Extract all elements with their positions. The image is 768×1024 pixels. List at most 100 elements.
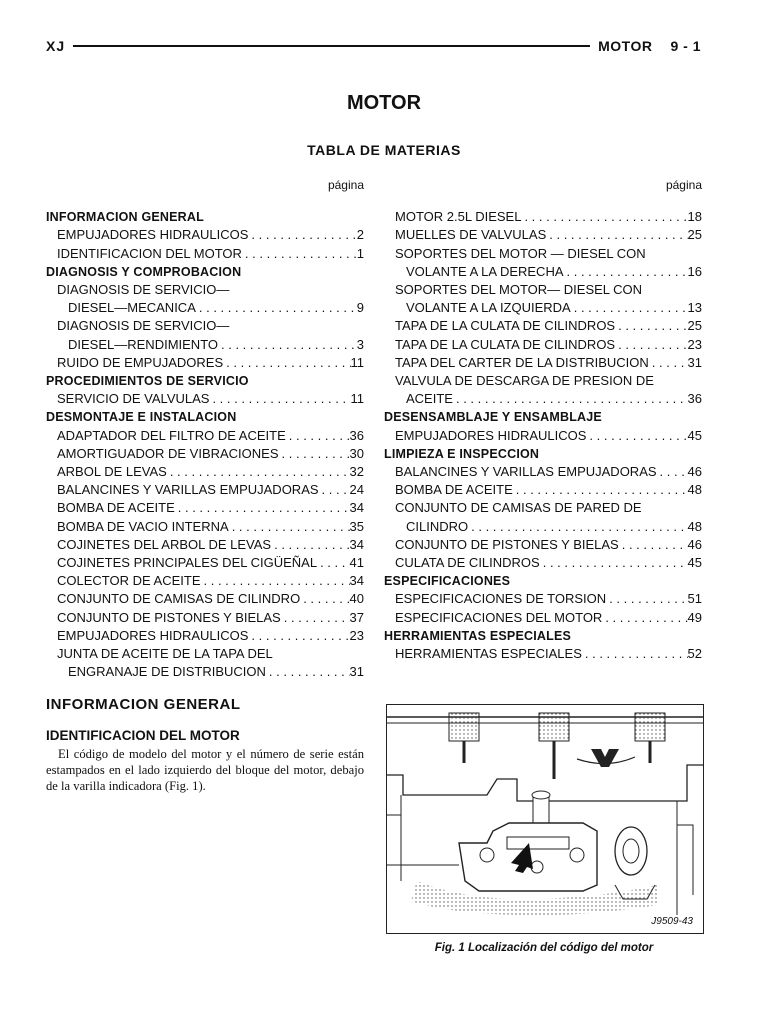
page-column-label: página [327, 178, 364, 192]
toc-leader-dots [521, 208, 687, 226]
toc-entry: TAPA DE LA CULATA DE CILINDROS 23 [384, 336, 702, 354]
toc-entry: COLECTOR DE ACEITE34 [46, 572, 364, 590]
toc-entry-page: 13 [687, 300, 702, 316]
toc-leader-dots [266, 663, 350, 681]
toc-entry: DIESEL—RENDIMIENTO 3 [46, 336, 364, 354]
toc-entry-title: RUIDO DE EMPUJADORES [57, 354, 224, 370]
toc-entry-page: 11 [350, 391, 365, 407]
toc-entry: BOMBA DE VACIO INTERNA35 [46, 518, 364, 536]
toc-entry-page: 35 [349, 518, 364, 534]
page-title: MOTOR [346, 92, 422, 114]
toc-entry: ESPECIFICACIONES DEL MOTOR49 [384, 609, 702, 627]
toc-entry-line: VALVULA DE DESCARGA DE PRESION DE [395, 373, 654, 389]
toc-entry: CONJUNTO DE PISTONES Y BIELAS37 [46, 609, 364, 627]
toc-entry-title: CONJUNTO DE PISTONES Y BIELAS [395, 536, 619, 552]
toc-entry-title: AMORTIGUADOR DE VIBRACIONES [57, 445, 279, 461]
toc-entry-title: TAPA DEL CARTER DE LA DISTRIBUCION [395, 354, 649, 370]
engine-block-drawing [387, 712, 703, 916]
toc-leader-dots [657, 463, 688, 481]
toc-entry: RUIDO DE EMPUJADORES11 [46, 354, 364, 372]
toc-entry-title: EMPUJADORES HIDRAULICOS [57, 627, 249, 643]
toc-entry: CULATA DE CILINDROS45 [384, 554, 702, 572]
toc-leader-dots [175, 499, 350, 517]
toc-entry: TAPA DEL CARTER DE LA DISTRIBUCION31 [384, 354, 702, 372]
toc-leader-dots [468, 518, 687, 536]
toc-entry-title: ESPECIFICACIONES DE TORSION [395, 591, 607, 607]
toc-entry: EMPUJADORES HIDRAULICOS 2 [46, 226, 364, 244]
toc-entry: COJINETES PRINCIPALES DEL CIGÜEÑAL41 [46, 554, 364, 572]
toc-leader-dots [223, 354, 350, 372]
toc-entry-page: 2 [356, 227, 364, 243]
toc-entry-page: 41 [349, 555, 364, 571]
toc-entry-page: 36 [687, 391, 702, 407]
toc-entry-line: DIAGNOSIS DE SERVICIO— [57, 318, 230, 334]
toc-entry: ACEITE36 [384, 390, 702, 408]
toc-entry-title: EMPUJADORES HIDRAULICOS [57, 227, 249, 243]
toc-entry-title: CONJUNTO DE CAMISAS DE CILINDRO [57, 591, 301, 607]
section-heading: INFORMACION GENERAL [46, 696, 241, 713]
toc-entry-title: CONJUNTO DE PISTONES Y BIELAS [57, 609, 281, 625]
toc-entry-title: EMPUJADORES HIDRAULICOS [395, 427, 587, 443]
toc-entry: BALANCINES Y VARILLAS EMPUJADORAS 24 [46, 481, 364, 499]
toc-entry-title: BOMBA DE ACEITE [395, 482, 513, 498]
toc-section-heading: PROCEDIMIENTOS DE SERVICIO [46, 374, 249, 389]
toc-leader-dots [271, 536, 349, 554]
toc-entry: IDENTIFICACION DEL MOTOR1 [46, 245, 364, 263]
toc-entry-page: 23 [349, 627, 364, 643]
toc-entry-page: 32 [349, 464, 364, 480]
toc-entry-page: 48 [687, 518, 702, 534]
toc-leader-dots [546, 226, 687, 244]
toc-entry-page: 31 [349, 664, 364, 680]
toc-section-heading: DESENSAMBLAJE Y ENSAMBLAJE [384, 410, 602, 425]
toc-leader-dots [229, 518, 350, 536]
toc-entry-page: 3 [356, 336, 364, 352]
toc-entry-title: MUELLES DE VALVULAS [395, 227, 547, 243]
toc-entry: COJINETES DEL ARBOL DE LEVAS 34 [46, 536, 364, 554]
toc-entry: ARBOL DE LEVAS32 [46, 463, 364, 481]
toc-entry-title: BOMBA DE ACEITE [57, 500, 175, 516]
toc-entry-title: IDENTIFICACION DEL MOTOR [57, 245, 242, 261]
toc-entry-page: 23 [687, 336, 702, 352]
toc-entry: SERVICIO DE VALVULAS11 [46, 390, 364, 408]
toc-entry-page: 34 [349, 536, 364, 552]
toc-leader-dots [317, 554, 349, 572]
toc-leader-dots [196, 299, 357, 317]
toc-leader-dots [300, 590, 349, 608]
toc-section-heading: LIMPIEZA E INSPECCION [384, 446, 540, 461]
toc-entry-title: BALANCINES Y VARILLAS EMPUJADORAS [395, 464, 657, 480]
toc-entry-title: VOLANTE A LA DERECHA [406, 263, 564, 279]
toc-entry-title: BALANCINES Y VARILLAS EMPUJADORAS [57, 482, 319, 498]
toc-leader-dots [513, 481, 688, 499]
toc-leader-dots [619, 536, 688, 554]
header-model: XJ [46, 38, 66, 54]
toc-entry-line: JUNTA DE ACEITE DE LA TAPA DEL [57, 646, 273, 662]
toc-entry: DIESEL—MECANICA9 [46, 299, 364, 317]
toc-entry: ENGRANAJE DE DISTRIBUCION31 [46, 663, 364, 681]
header-rule [73, 45, 591, 47]
page-column-label: página [665, 178, 702, 192]
toc-entry: ADAPTADOR DEL FILTRO DE ACEITE36 [46, 427, 364, 445]
toc-leader-dots [564, 263, 688, 281]
toc-entry-title: VOLANTE A LA IZQUIERDA [406, 300, 571, 316]
toc-entry: HERRAMIENTAS ESPECIALES52 [384, 645, 702, 663]
figure-id-label: J9509-43 [651, 916, 693, 927]
toc-entry-title: COJINETES DEL ARBOL DE LEVAS [57, 536, 272, 552]
toc-entry-page: 30 [349, 445, 364, 461]
toc-entry: CILINDRO48 [384, 518, 702, 536]
toc-entry-title: ADAPTADOR DEL FILTRO DE ACEITE [57, 427, 286, 443]
toc-entry-title: DIESEL—RENDIMIENTO [68, 336, 219, 352]
toc-leader-dots [209, 390, 350, 408]
toc-leader-dots [540, 554, 688, 572]
toc-entry: EMPUJADORES HIDRAULICOS45 [384, 427, 702, 445]
toc-entry-page: 18 [687, 209, 702, 225]
toc-entry-page: 34 [349, 573, 364, 589]
toc-entry: TAPA DE LA CULATA DE CILINDROS25 [384, 317, 702, 335]
toc-entry-title: TAPA DE LA CULATA DE CILINDROS [395, 336, 616, 352]
toc-entry: VOLANTE A LA IZQUIERDA 13 [384, 299, 702, 317]
toc-entry-page: 24 [349, 482, 364, 498]
toc-entry-title: MOTOR 2.5L DIESEL [395, 209, 522, 225]
toc-entry-page: 40 [349, 591, 364, 607]
toc-leader-dots [582, 645, 688, 663]
